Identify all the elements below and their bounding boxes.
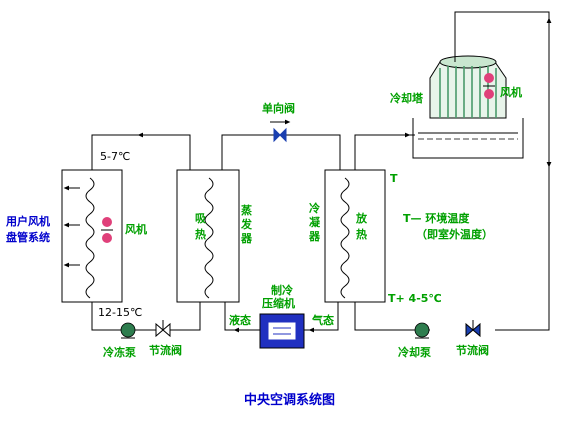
compressor-icon (259, 313, 305, 349)
condenser-box (324, 169, 386, 303)
chilled-water-pipes (91, 132, 201, 331)
fan-icon (101, 217, 113, 243)
evaporator-label-char: 发 (240, 217, 253, 231)
release-heat-label: 放 热 (355, 211, 368, 241)
condenser-label-char: 凝 (309, 215, 321, 229)
pump-icon (414, 322, 430, 339)
t-symbol: T (390, 172, 398, 185)
release-heat-label-char: 热 (356, 227, 367, 241)
t-legend-line1: T— 环境温度 (403, 211, 470, 225)
diagram-caption: 中央空调系统图 (244, 392, 335, 408)
cooling-tower-icon (412, 55, 524, 159)
pump-icon (120, 322, 136, 339)
compressor-label-line1: 制冷 (271, 283, 293, 297)
throttle-left-label: 节流阀 (149, 343, 182, 357)
fan-icon (483, 73, 495, 99)
cooling-tower-label: 冷却塔 (390, 91, 424, 105)
release-heat-label-char: 放 (355, 211, 368, 225)
chilled-pump-label: 冷冻泵 (103, 345, 136, 359)
evaporator-label-char: 器 (240, 232, 253, 245)
throttle-right-label: 节流阀 (456, 343, 489, 357)
air-flow-arrows (63, 185, 80, 268)
absorb-heat-label-char: 热 (195, 227, 206, 241)
absorb-heat-label: 吸 热 (195, 212, 207, 241)
gas-label: 气态 (311, 313, 334, 327)
tower-fan-label: 风机 (500, 85, 522, 99)
condenser-label-char: 器 (308, 230, 321, 243)
condenser-label: 冷 凝 器 (308, 201, 321, 243)
user-fan-coil-label-line2: 盘管系统 (6, 230, 50, 244)
check-valve-icon (270, 119, 291, 143)
user-fan-label: 风机 (125, 222, 147, 236)
evaporator-label-char: 蒸 (241, 203, 252, 217)
heat-coil-icon (340, 177, 350, 299)
t-legend-line2: （即室外温度） (416, 227, 493, 241)
t-plus-label: T+ 4-5℃ (388, 292, 442, 305)
liquid-label: 液态 (229, 313, 251, 327)
condenser-label-char: 冷 (309, 201, 320, 215)
user-fan-coil-label-line1: 用户风机 (6, 214, 50, 228)
evaporator-box (176, 169, 240, 303)
supply-temp-label: 5-7℃ (100, 150, 130, 163)
check-valve-label: 单向阀 (262, 101, 295, 115)
evaporator-label: 蒸 发 器 (240, 203, 253, 245)
compressor-label-line2: 压缩机 (262, 296, 295, 310)
absorb-heat-label-char: 吸 (195, 212, 207, 225)
return-temp-label: 12-15℃ (98, 306, 142, 319)
valve-icon (465, 320, 481, 338)
heat-coil-icon (85, 177, 95, 299)
heat-coil-icon (204, 177, 214, 299)
cooling-pump-label: 冷却泵 (398, 345, 431, 359)
valve-icon (155, 320, 171, 338)
